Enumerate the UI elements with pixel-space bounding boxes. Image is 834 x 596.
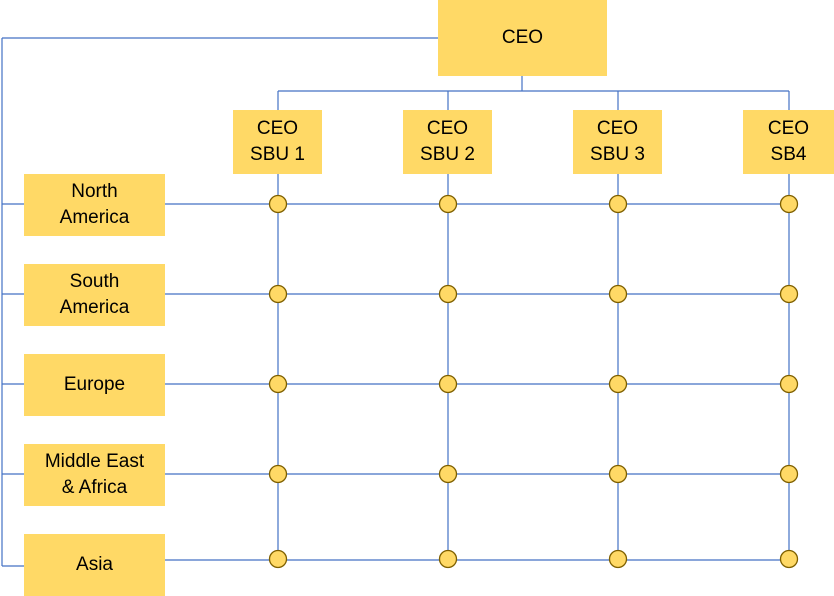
intersection-node [779, 464, 799, 484]
intersection-node [268, 194, 288, 214]
intersection-node [608, 464, 628, 484]
sbu-box-2: CEO SBU 2 [403, 110, 492, 174]
region-box-north-america: North America [24, 174, 165, 236]
intersection-nodes [268, 194, 799, 569]
sbu-box-4: CEO SB4 [743, 110, 834, 174]
intersection-node [779, 194, 799, 214]
intersection-node [779, 284, 799, 304]
intersection-node [438, 284, 458, 304]
intersection-node [608, 549, 628, 569]
region-box-asia: Asia [24, 534, 165, 596]
intersection-node [438, 549, 458, 569]
intersection-node [779, 374, 799, 394]
intersection-node [268, 464, 288, 484]
intersection-node [608, 284, 628, 304]
region-box-europe: Europe [24, 354, 165, 416]
intersection-node [779, 549, 799, 569]
intersection-node [438, 464, 458, 484]
intersection-node [268, 374, 288, 394]
ceo-box: CEO [438, 0, 607, 76]
intersection-node [268, 549, 288, 569]
intersection-node [268, 284, 288, 304]
intersection-node [438, 194, 458, 214]
intersection-node [438, 374, 458, 394]
region-box-south-america: South America [24, 264, 165, 326]
sbu-box-1: CEO SBU 1 [233, 110, 322, 174]
intersection-node [608, 194, 628, 214]
sbu-box-3: CEO SBU 3 [573, 110, 662, 174]
intersection-node [608, 374, 628, 394]
region-box-middle-east-africa: Middle East & Africa [24, 444, 165, 506]
